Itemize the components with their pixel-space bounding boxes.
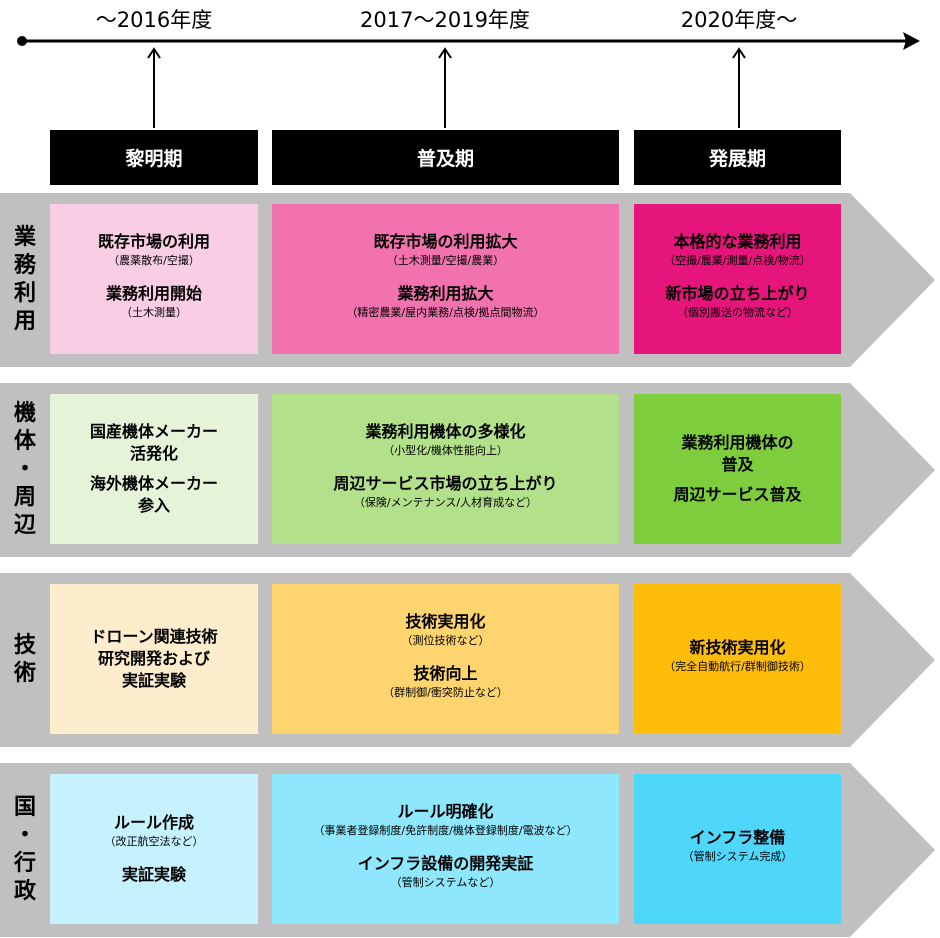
row-label-char: 用	[13, 309, 36, 334]
cell-heading: 業務利用拡大	[397, 284, 494, 303]
row-label-char: 体	[13, 429, 36, 454]
cell-heading: 技術実用化	[405, 612, 486, 631]
cell-heading: 新技術実用化	[689, 638, 786, 657]
cell-heading: 国産機体メーカー	[89, 422, 218, 441]
cell-detail: （改正航空法など）	[104, 835, 204, 848]
cell-heading: インフラ設備の開発実証	[357, 854, 534, 873]
row-label-char: 政	[13, 879, 36, 904]
band-airframe-peripherals: 機体・周辺国産機体メーカー活発化海外機体メーカー参入業務利用機体の多様化（小型化…	[0, 383, 940, 557]
timeline-axis	[17, 32, 920, 128]
row-label-char: 術	[13, 661, 36, 686]
cell-heading: 海外機体メーカー	[89, 474, 218, 493]
period-label: 2020年度～	[680, 8, 798, 32]
cell-heading: 活発化	[129, 444, 178, 463]
cell-detail: （管制システム完成）	[682, 850, 793, 863]
cell-detail: （個別搬送の物流など）	[677, 306, 798, 319]
band-technology: 技術ドローン関連技術研究開発および実証実験技術実用化（測位技術など）技術向上（群…	[0, 573, 940, 747]
row-label: 国・行政	[6, 763, 44, 937]
phase-dawn: 黎明期	[50, 130, 258, 185]
cell-detail: （小型化/機体性能向上）	[383, 444, 508, 457]
cell-detail: （事業者登録制度/免許制度/機体登録制度/電波など）	[313, 824, 578, 837]
cell-heading: 既存市場の利用	[97, 232, 210, 251]
row-label: 業務利用	[6, 193, 44, 367]
phase-cell: 本格的な業務利用 （空撮/農業/測量/点検/物流） 新市場の立ち上がり （個別搬送の物…	[634, 204, 841, 354]
cell-heading: インフラ整備	[689, 828, 786, 847]
phase-cell: 業務利用機体の多様化 （小型化/機体性能向上） 周辺サービス市場の立ち上がり （保険/…	[272, 394, 619, 544]
phase-cell: 技術実用化 （測位技術など） 技術向上 （群制御/衝突防止など）	[272, 584, 619, 734]
cell-heading: 業務利用機体の	[681, 433, 794, 452]
cell-detail: （精密農業/屋内業務/点検/拠点間物流）	[346, 306, 545, 319]
phase-cell: 既存市場の利用 （農薬散布/空撮） 業務利用開始 （土木測量）	[50, 204, 258, 354]
row-label-char: 業	[13, 225, 36, 250]
cell-detail: （測位技術など）	[401, 634, 490, 647]
cell-heading: ルール明確化	[397, 802, 494, 821]
cell-heading: 実証実験	[121, 865, 186, 884]
band-business-use: 業務利用 既存市場の利用 （農薬散布/空撮） 業務利用開始 （土木測量） 既存市場の利用拡…	[0, 193, 940, 367]
phase-cell: 既存市場の利用拡大 （土木測量/空撮/農業） 業務利用拡大 （精密農業/屋内業務/点検…	[272, 204, 619, 354]
cell-heading: 技術向上	[413, 664, 478, 683]
phase-cell: ルール明確化 （事業者登録制度/免許制度/機体登録制度/電波など） インフラ設備の開…	[272, 774, 619, 924]
phase-development: 発展期	[634, 130, 841, 185]
cell-detail: （土木測量）	[121, 306, 187, 319]
row-label: 機体・周辺	[6, 383, 44, 557]
phase-cell: 新技術実用化 （完全自動航行/群制御技術）	[634, 584, 841, 734]
cell-detail: （保険/メンテナンス/人材育成など）	[353, 496, 538, 509]
phase-cell: ドローン関連技術研究開発および実証実験	[50, 584, 258, 734]
cell-heading: 普及	[721, 455, 754, 474]
row-label: 技術	[6, 573, 44, 747]
cell-detail: （農薬散布/空撮）	[108, 254, 200, 267]
cell-heading: ドローン関連技術	[90, 627, 218, 646]
cell-heading: 実証実験	[121, 671, 186, 690]
cell-heading: 研究開発および	[97, 649, 210, 668]
cell-heading: 新市場の立ち上がり	[665, 284, 810, 303]
row-label-char: ・	[13, 823, 36, 848]
period-label: 2017～2019年度	[360, 8, 530, 32]
phase-cell: 国産機体メーカー活発化海外機体メーカー参入	[50, 394, 258, 544]
row-label-char: 技	[13, 633, 36, 658]
cell-heading: 既存市場の利用拡大	[373, 232, 518, 251]
cell-heading: 参入	[137, 496, 170, 515]
phase-cell: 業務利用機体の普及周辺サービス普及	[634, 394, 841, 544]
cell-heading: 業務利用開始	[105, 284, 202, 303]
row-label-char: ・	[13, 457, 36, 482]
cell-heading: 本格的な業務利用	[673, 232, 802, 251]
cell-detail: （群制御/衝突防止など）	[383, 686, 508, 699]
row-label-char: 務	[13, 253, 36, 278]
row-label-char: 辺	[13, 513, 36, 538]
phase-cell: インフラ整備 （管制システム完成）	[634, 774, 841, 924]
cell-detail: （土木測量/空撮/農業）	[386, 254, 505, 267]
row-label-char: 国	[13, 795, 36, 820]
phase-cell: ルール作成 （改正航空法など） 実証実験	[50, 774, 258, 924]
row-label-char: 機	[13, 401, 36, 426]
cell-detail: （空撮/農業/測量/点検/物流）	[664, 254, 811, 267]
cell-detail: （管制システムなど）	[390, 876, 501, 889]
cell-detail: （完全自動航行/群制御技術）	[664, 660, 811, 673]
row-label-char: 利	[13, 281, 36, 306]
row-label-char: 行	[13, 851, 36, 876]
cell-heading: 周辺サービス普及	[673, 485, 802, 504]
row-label-char: 周	[13, 485, 36, 510]
cell-heading: ルール作成	[113, 813, 194, 832]
phase-spread: 普及期	[272, 130, 619, 185]
period-label: ～2016年度	[95, 8, 213, 32]
band-government: 国・行政 ルール作成 （改正航空法など） 実証実験 ルール明確化 （事業者登録制度/免許制…	[0, 763, 940, 937]
cell-heading: 業務利用機体の多様化	[365, 422, 526, 441]
cell-heading: 周辺サービス市場の立ち上がり	[333, 474, 558, 493]
